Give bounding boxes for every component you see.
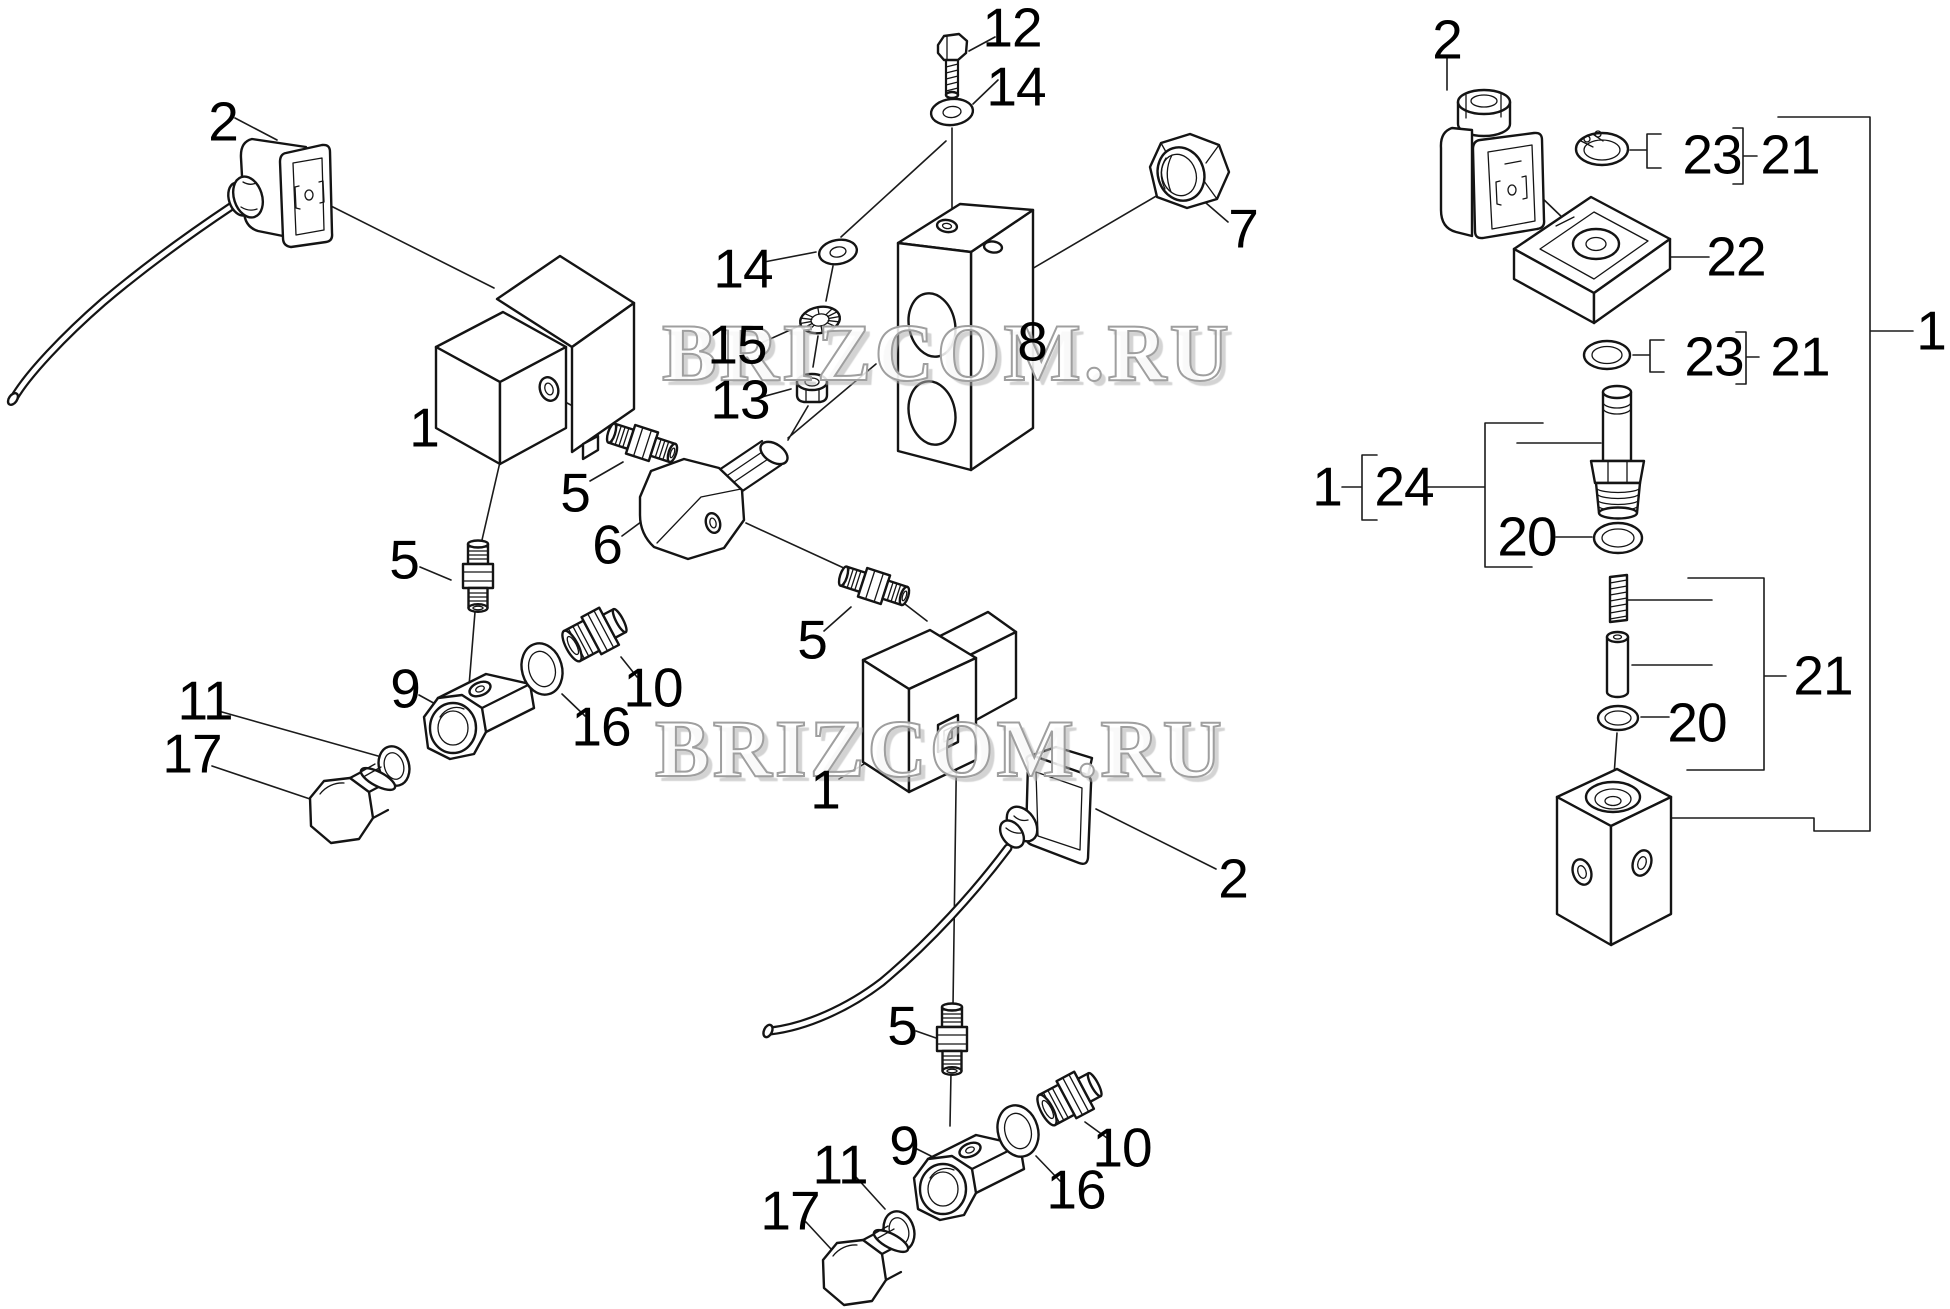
callout-21-group: 21	[1793, 644, 1853, 707]
valve-stem-24	[1589, 384, 1646, 520]
leader-lines	[211, 36, 1448, 1250]
fitting-nipple-c	[834, 559, 914, 613]
callout-2-connector-left: 2	[208, 90, 239, 153]
callout-7-nut: 7	[1228, 197, 1259, 260]
callout-2-connector-right: 2	[1432, 8, 1463, 71]
o-ring-20-top	[1592, 521, 1644, 555]
callout-6-manifold: 6	[592, 513, 623, 576]
callout-12-bolt: 12	[982, 0, 1042, 59]
callout-2-connector-mid: 2	[1218, 847, 1249, 910]
hex-plug-17a	[308, 762, 400, 845]
callout-16-washer-b: 16	[1046, 1158, 1106, 1221]
callout-5-fitting-b: 5	[389, 528, 420, 591]
callout-10-plug-a: 10	[623, 656, 683, 719]
callout-17-plug-a: 17	[162, 722, 222, 785]
washer-14-mid	[817, 238, 859, 266]
o-ring-20-bottom	[1596, 704, 1640, 732]
callout-1-solenoid-mid: 1	[810, 758, 841, 821]
cable-connector-mid	[762, 843, 1013, 1039]
callout-9-coupler-b: 9	[889, 1114, 920, 1177]
valve-body-block-right	[1555, 767, 1673, 947]
din-connector-left	[227, 137, 334, 249]
hex-coupler-9a	[422, 672, 536, 761]
fitting-nipple-a	[602, 416, 682, 470]
callout-10-plug-b: 10	[1092, 1116, 1152, 1179]
washer-14-top	[929, 97, 975, 127]
gasket-23	[1582, 339, 1632, 371]
callout-21-top: 21	[1760, 123, 1820, 186]
nut-13	[795, 372, 829, 404]
callout-24-stem: 24	[1374, 455, 1434, 518]
lock-washer-15	[798, 305, 842, 335]
fitting-nipple-b	[461, 539, 495, 613]
callout-20-oring-bot: 20	[1667, 691, 1727, 754]
callout-13-nut: 13	[710, 368, 770, 431]
callout-21-bot: 21	[1770, 325, 1830, 388]
cable-connector-left	[6, 201, 237, 406]
plunger-pin-21	[1605, 630, 1630, 699]
callout-brackets	[1341, 116, 1914, 832]
callout-16-washer-a: 16	[571, 695, 631, 758]
solenoid-coil-left	[434, 254, 636, 466]
callout-1-stem-group: 1	[1312, 455, 1343, 518]
callout-20-oring-top: 20	[1497, 505, 1557, 568]
callout-15-lock-washer: 15	[707, 313, 767, 376]
solenoid-coil-mid	[861, 610, 1018, 794]
callout-5-fitting-d: 5	[887, 994, 918, 1057]
spring-21	[1608, 573, 1629, 624]
nut-7	[1148, 132, 1231, 210]
manifold-block-6	[638, 439, 789, 561]
callout-1-assembly: 1	[1916, 299, 1947, 362]
retaining-clip-23	[1574, 130, 1630, 167]
din-connector-right	[1439, 88, 1546, 240]
callout-11-washer-b: 11	[812, 1133, 868, 1196]
callout-17-plug-b: 17	[760, 1179, 820, 1242]
fitting-nipple-d	[935, 1002, 969, 1077]
watermark: BRIZCOM.RU	[654, 703, 1225, 794]
callout-22-coil: 22	[1706, 225, 1766, 288]
bolt-12	[936, 32, 969, 100]
mounting-bracket-8	[896, 202, 1035, 472]
callout-1-solenoid-left: 1	[409, 396, 440, 459]
hex-plug-17b	[821, 1224, 913, 1307]
watermark: BRIZCOM.RU	[661, 307, 1232, 398]
callout-11-washer-a: 11	[177, 669, 233, 732]
callout-5-fitting-c: 5	[797, 608, 828, 671]
callout-14-washer-top: 14	[986, 55, 1046, 118]
callout-9-coupler-a: 9	[390, 657, 421, 720]
callout-23-gasket: 23	[1684, 325, 1744, 388]
callout-14-washer-mid: 14	[713, 237, 773, 300]
callout-5-fitting-a: 5	[560, 461, 591, 524]
din-connector-mid	[998, 745, 1094, 866]
callout-23-clip: 23	[1682, 123, 1742, 186]
coil-22	[1512, 195, 1672, 325]
callout-8-bracket: 8	[1017, 310, 1048, 373]
